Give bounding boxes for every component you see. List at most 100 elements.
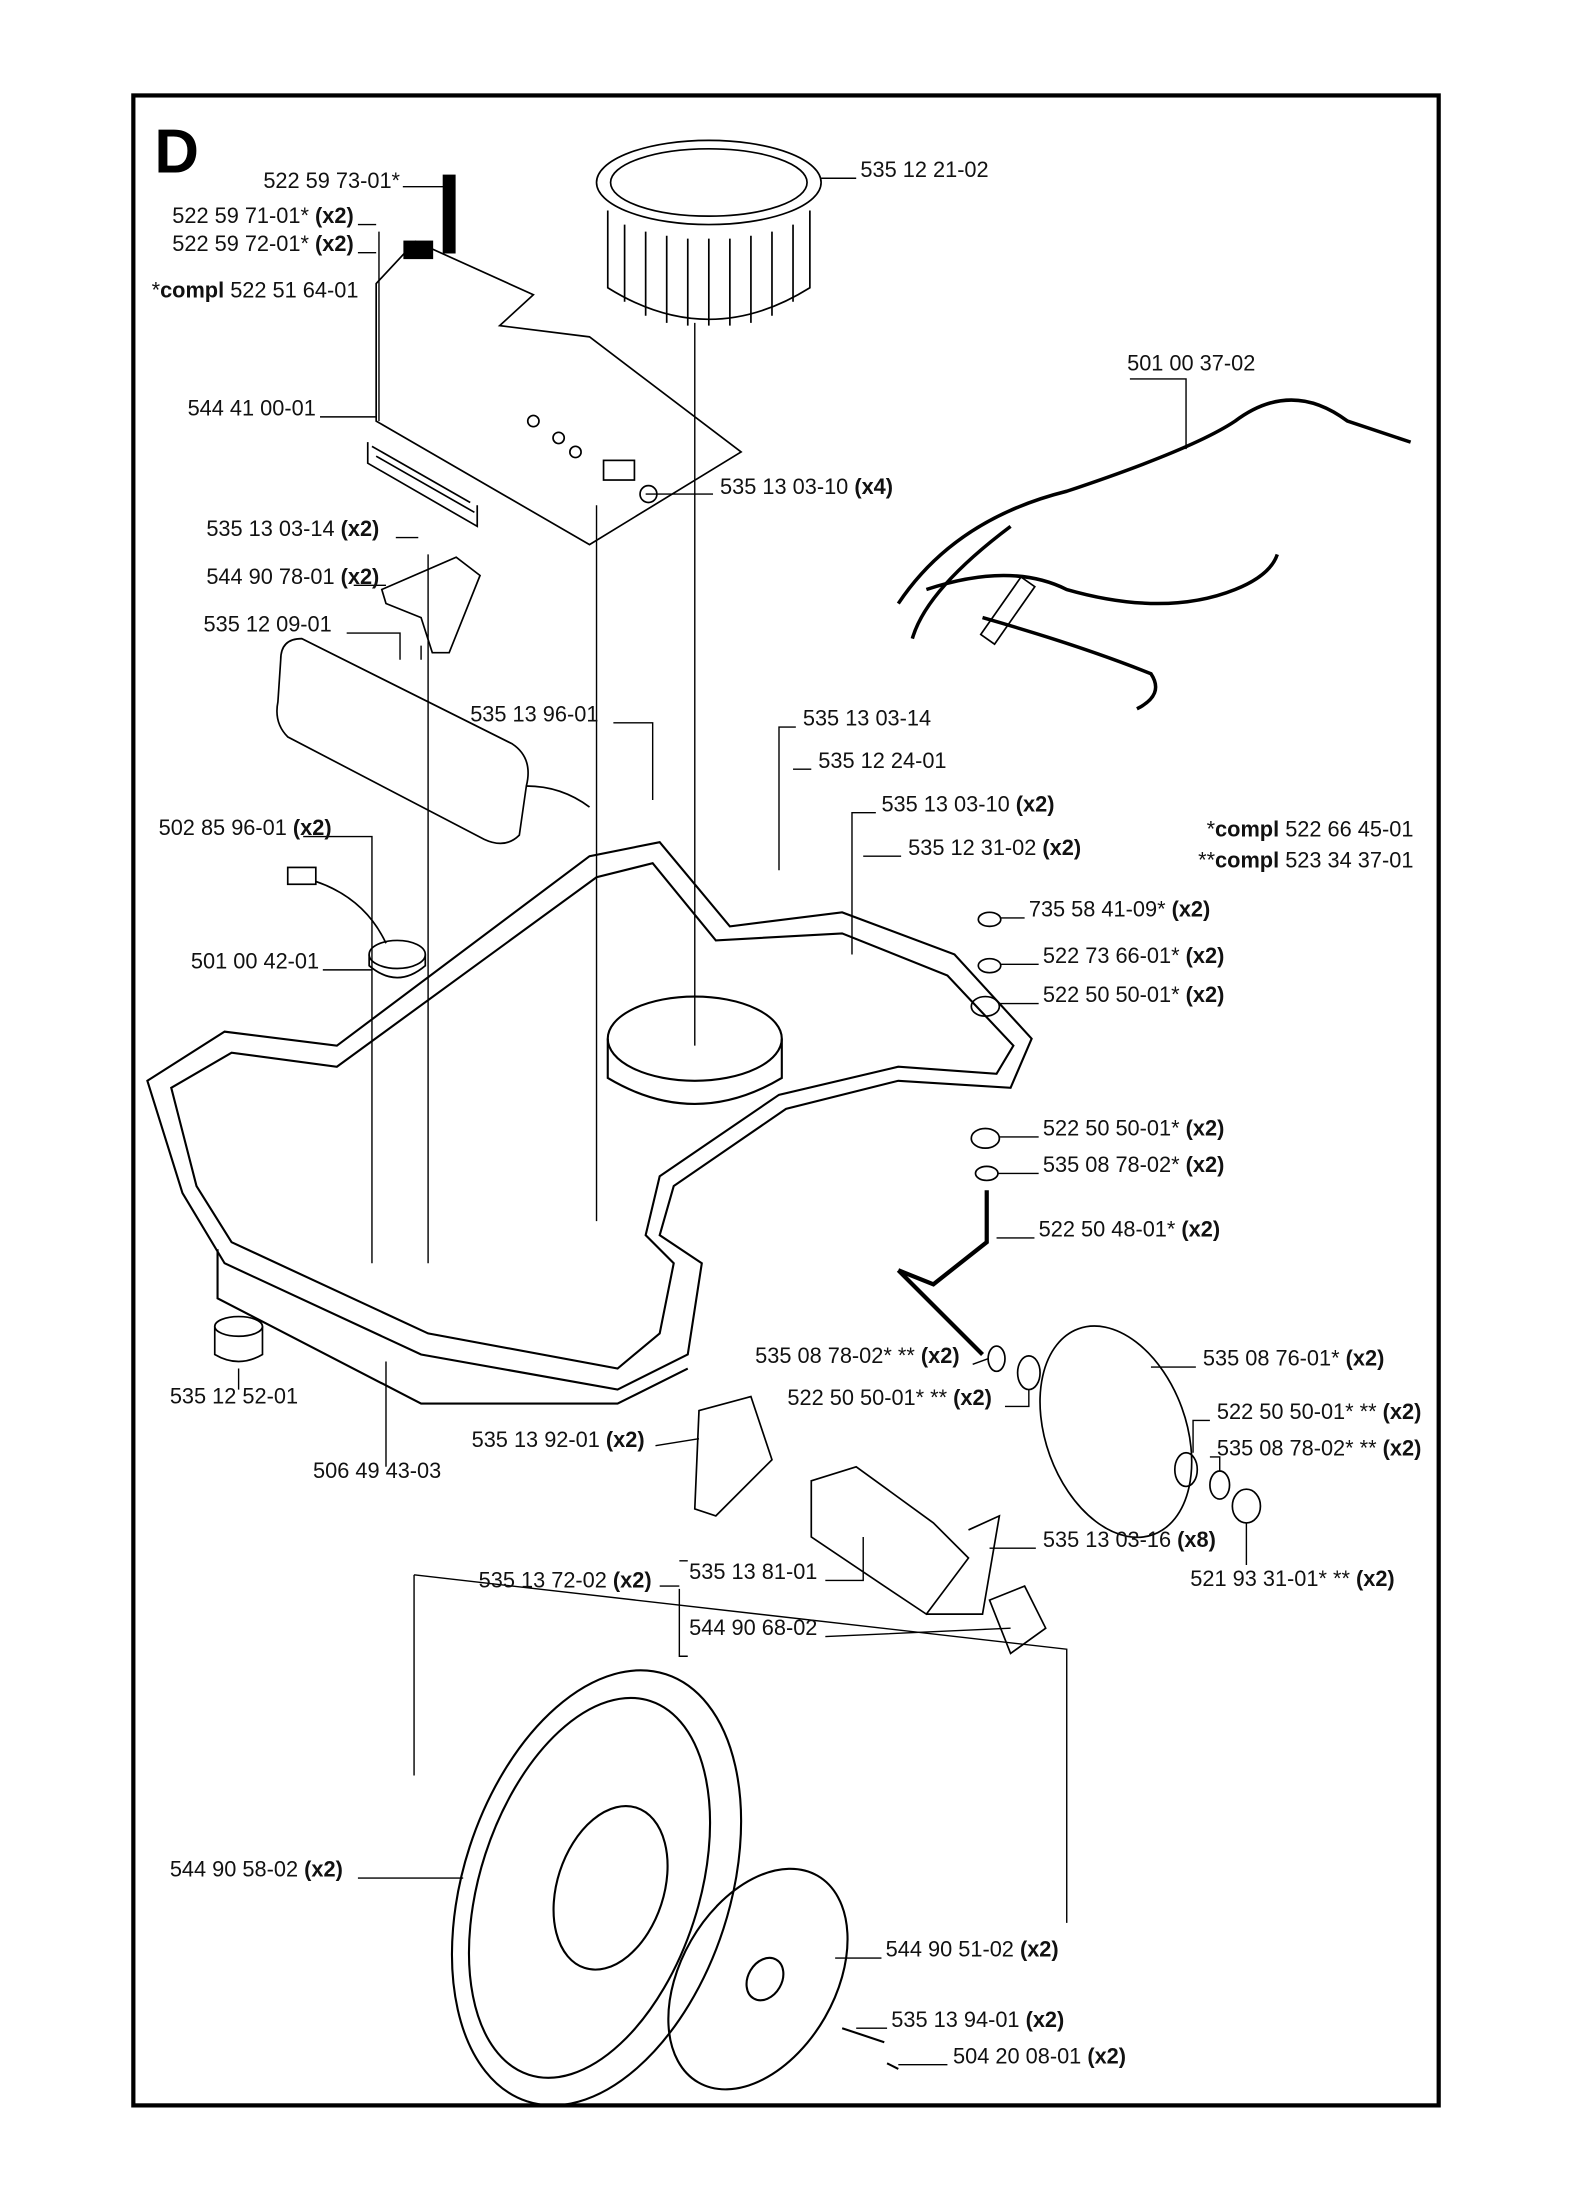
quantity: (x2) <box>1185 983 1225 1008</box>
part-label: 544 41 00-01 <box>187 397 316 422</box>
part-label: *compl 522 51 64-01 <box>152 279 359 304</box>
quantity: (x2) <box>920 1344 960 1369</box>
compl-label: compl <box>1215 849 1280 874</box>
part-label: 522 50 50-01* (x2) <box>1042 1117 1225 1142</box>
bracket <box>380 556 482 654</box>
circuit-board <box>366 174 743 546</box>
part-number: 544 90 68-02 <box>689 1616 818 1641</box>
chassis <box>146 841 1033 1405</box>
part-number: 535 08 78-02* ** <box>1216 1437 1377 1462</box>
part-label: 535 13 72-02 (x2) <box>478 1569 652 1594</box>
part-number: 544 90 51-02 <box>885 1938 1014 1963</box>
part-label: 535 12 09-01 <box>204 614 332 637</box>
quantity: (x2) <box>1185 1153 1225 1178</box>
part-number: 535 13 03-14 <box>802 707 932 732</box>
part-label: 535 12 21-02 <box>860 160 988 182</box>
quantity: (x2) <box>1181 1218 1221 1243</box>
part-number: 535 13 03-10 <box>881 793 1010 817</box>
part-number: 535 13 03-10 <box>720 475 849 500</box>
part-label: 535 13 94-01 (x2) <box>891 2010 1064 2032</box>
part-number: 522 59 71-01* <box>172 204 309 229</box>
part-number: 535 13 72-02 <box>478 1569 607 1594</box>
part-label: 535 13 96-01 <box>470 703 599 728</box>
quantity: (x8) <box>1177 1528 1216 1553</box>
part-number: 522 50 48-01* <box>1038 1218 1176 1243</box>
quantity: (x4) <box>854 475 894 500</box>
axle <box>896 1190 989 1356</box>
part-number: 506 49 43-03 <box>313 1459 442 1484</box>
part-label: 522 50 50-01* ** (x2) <box>787 1388 991 1410</box>
part-label: 535 13 03-10 (x4) <box>720 477 893 499</box>
quantity: (x2) <box>340 565 380 590</box>
part-number: 501 00 37-02 <box>1127 352 1256 377</box>
quantity: (x2) <box>1015 793 1055 817</box>
drive-wheel <box>450 1669 743 2107</box>
part-number: 544 90 78-01 <box>206 565 335 590</box>
hub-cap <box>667 1867 899 2091</box>
quantity: (x2) <box>1042 836 1082 861</box>
cylinder-part <box>595 139 822 326</box>
part-label: 522 59 72-01* (x2) <box>172 234 353 256</box>
part-label: *compl 522 66 45-01 <box>1207 818 1414 843</box>
quantity: (x2) <box>1185 1117 1225 1142</box>
part-number: 535 13 92-01 <box>471 1428 600 1453</box>
part-number: 735 58 41-09* <box>1028 898 1166 923</box>
part-number: 522 51 64-01 <box>230 279 359 304</box>
part-label: 522 59 73-01* <box>263 171 400 193</box>
part-number: 522 50 50-01* <box>1042 1117 1180 1142</box>
quantity: (x2) <box>314 232 354 257</box>
wire-harness <box>896 398 1412 711</box>
quantity: (x2) <box>953 1386 992 1411</box>
part-label: 535 13 92-01 (x2) <box>472 1430 645 1452</box>
quantity: (x2) <box>340 517 380 542</box>
part-label: 535 13 03-10 (x2) <box>881 794 1054 816</box>
part-number: 535 13 96-01 <box>470 703 599 728</box>
quantity: (x2) <box>1345 1347 1385 1372</box>
part-number: 535 12 52-01 <box>169 1385 299 1410</box>
part-number: 522 50 50-01* <box>1042 983 1180 1008</box>
part-label: 535 12 24-01 <box>818 751 946 773</box>
battery-pack <box>276 637 591 845</box>
part-label: 535 08 78-02* ** (x2) <box>755 1346 959 1368</box>
part-label: 544 90 51-02 (x2) <box>885 1938 1059 1963</box>
part-label: 544 90 78-01 (x2) <box>206 567 379 589</box>
part-number: 502 85 96-01 <box>158 816 287 841</box>
part-label: 522 73 66-01* (x2) <box>1043 946 1224 968</box>
part-number: 522 50 50-01* ** <box>787 1386 948 1411</box>
part-label: 504 20 08-01 (x2) <box>953 2046 1126 2068</box>
part-label: 544 90 58-02 (x2) <box>170 1858 343 1883</box>
part-label: 535 13 81-01 <box>689 1562 817 1584</box>
part-label: 521 93 31-01* ** (x2) <box>1190 1569 1394 1591</box>
part-number: 535 13 03-14 <box>206 517 335 542</box>
speaker <box>286 866 427 979</box>
part-label: 535 13 03-16 (x8) <box>1043 1530 1216 1552</box>
bearing-ring <box>213 1315 264 1363</box>
part-label: 535 12 52-01 <box>169 1385 299 1410</box>
part-number: 544 41 00-01 <box>187 397 316 422</box>
part-label: 535 08 78-02* ** (x2) <box>1216 1437 1422 1462</box>
part-number: 535 12 24-01 <box>818 749 947 774</box>
quantity: (x2) <box>605 1428 645 1453</box>
part-number: 522 59 72-01* <box>172 232 309 257</box>
quantity: (x2) <box>1355 1567 1395 1592</box>
asterisk-marker: ** <box>1198 849 1216 874</box>
part-label: 522 59 71-01* (x2) <box>172 206 353 228</box>
gasket <box>693 1395 773 1517</box>
quantity: (x2) <box>304 1858 343 1883</box>
quantity: (x2) <box>1382 1437 1422 1462</box>
part-number: 523 34 37-01 <box>1285 849 1414 874</box>
motor <box>810 1465 1047 1655</box>
front-wheel <box>1039 1325 1193 1539</box>
quantity: (x2) <box>1025 2008 1065 2033</box>
part-number: 522 73 66-01* <box>1042 944 1180 969</box>
part-number: 522 66 45-01 <box>1285 818 1414 843</box>
part-label: 501 00 37-02 <box>1127 352 1256 377</box>
part-label: 535 12 31-02 (x2) <box>908 838 1081 860</box>
part-label: 544 90 68-02 <box>689 1618 817 1640</box>
part-number: 501 00 42-01 <box>190 950 320 975</box>
part-label: 502 85 96-01 (x2) <box>159 818 332 840</box>
part-label: **compl 523 34 37-01 <box>1198 849 1414 874</box>
part-number: 522 59 73-01* <box>263 169 401 194</box>
section-letter: D <box>154 117 200 187</box>
